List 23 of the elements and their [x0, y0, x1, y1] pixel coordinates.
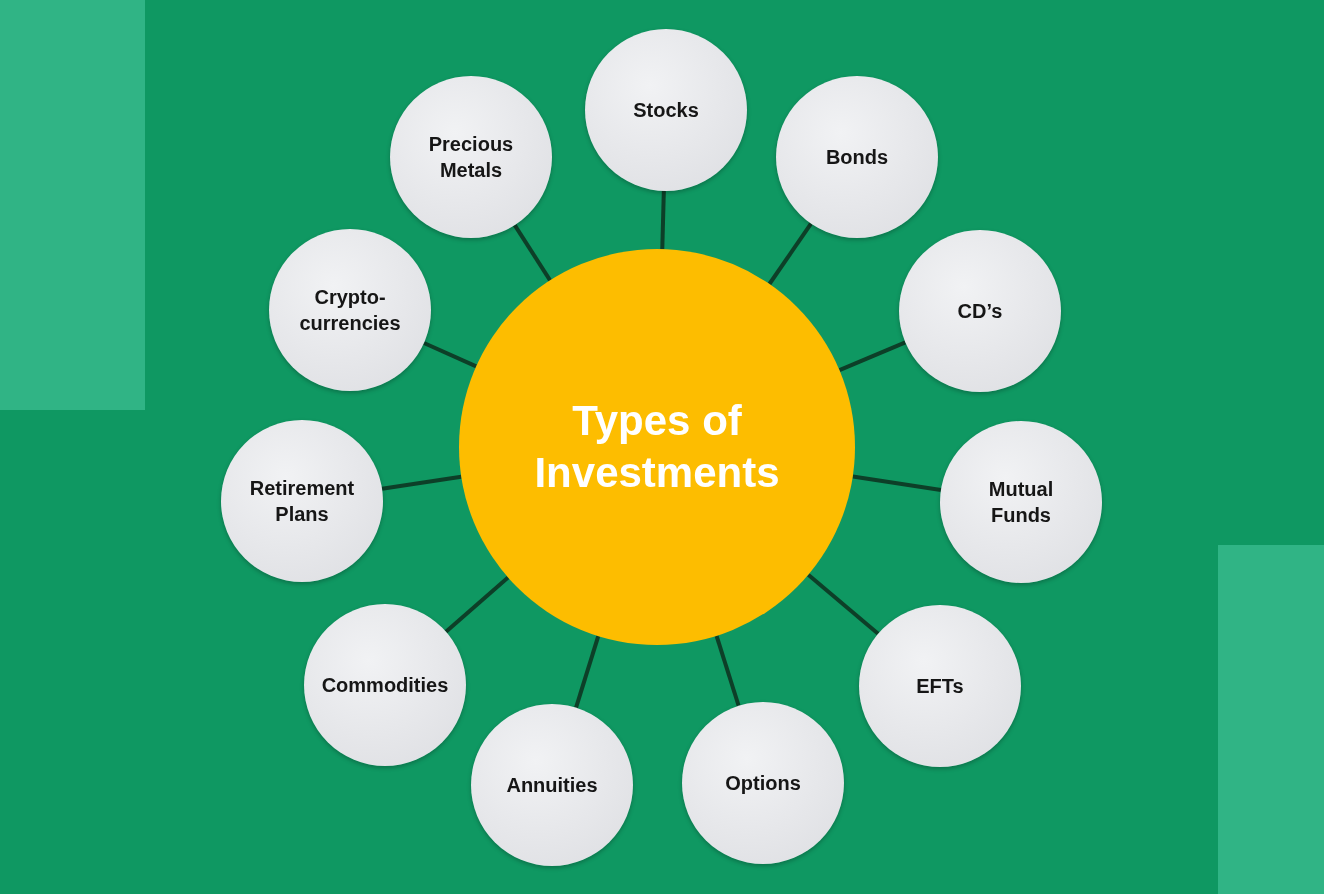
category-label: Commodities	[320, 673, 450, 698]
title-label: Types of Investments	[533, 396, 781, 498]
connector-line	[513, 224, 552, 282]
connector-line	[423, 341, 477, 369]
connector-line	[381, 474, 462, 491]
category-label: CD’s	[956, 299, 1004, 324]
category-label: Bonds	[824, 145, 890, 170]
category-label: Options	[724, 771, 802, 796]
category-label: EFTs	[915, 674, 965, 699]
connector-line	[767, 222, 813, 286]
connector-line	[574, 635, 601, 709]
connector-line	[806, 573, 880, 636]
category-label: Stocks	[632, 98, 700, 123]
connector-line	[444, 575, 510, 634]
connector-line	[838, 340, 907, 372]
category-label: Precious Metals	[427, 132, 515, 183]
category-label: Retirement Plans	[248, 476, 356, 527]
category-label: Crypto- currencies	[298, 285, 402, 336]
category-label: Mutual Funds	[987, 477, 1055, 528]
connector-line	[660, 190, 666, 250]
connector-line	[714, 635, 741, 707]
category-label: Annuities	[505, 773, 599, 798]
connector-line	[852, 474, 942, 492]
